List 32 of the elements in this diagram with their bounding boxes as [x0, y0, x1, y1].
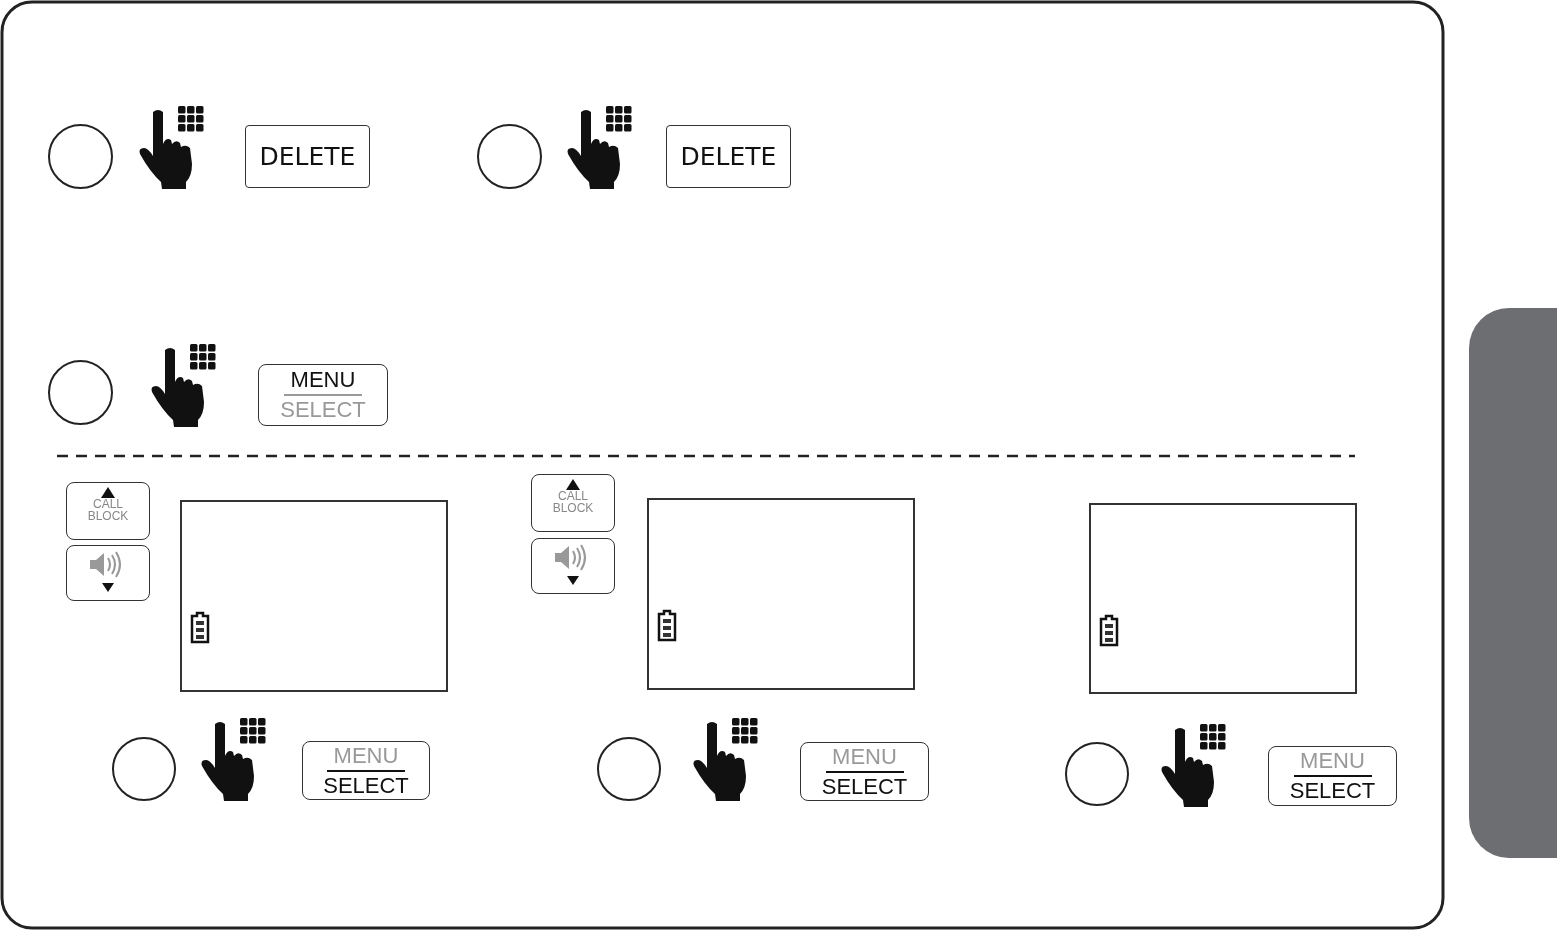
- side-tab: [1469, 308, 1557, 858]
- key-label: CALL BLOCK: [86, 498, 130, 522]
- key-label: SELECT: [821, 774, 908, 799]
- step-circle: [1065, 742, 1129, 806]
- key-label: DELETE: [259, 142, 356, 171]
- key-label: MENU: [832, 744, 897, 769]
- step-circle: [112, 737, 176, 801]
- key-label: MENU: [1300, 749, 1365, 773]
- call-block-key: [66, 482, 150, 540]
- key-label: MENU: [333, 743, 399, 768]
- delete-key: [666, 125, 791, 188]
- key-label: SELECT: [323, 773, 409, 798]
- step-circle: [48, 124, 113, 189]
- call-block-key: [531, 474, 615, 532]
- lcd-screen: [180, 500, 448, 692]
- key-label: SELECT: [1289, 779, 1376, 803]
- key-label: CALL BLOCK: [551, 490, 595, 514]
- volume-down-key: [66, 545, 150, 601]
- step-circle: [597, 737, 661, 801]
- key-label: DELETE: [680, 142, 777, 171]
- key-label: MENU: [290, 368, 356, 392]
- volume-down-key: [531, 538, 615, 594]
- step-circle: [477, 124, 542, 189]
- menu-select-key: [800, 742, 929, 801]
- lcd-screen: [1089, 503, 1357, 694]
- menu-select-key: [1268, 746, 1397, 806]
- step-circle: [48, 360, 113, 425]
- delete-key: [245, 125, 370, 188]
- menu-select-key: [258, 364, 388, 426]
- lcd-screen: [647, 498, 915, 690]
- key-label: SELECT: [280, 398, 366, 422]
- menu-select-key: [302, 741, 430, 800]
